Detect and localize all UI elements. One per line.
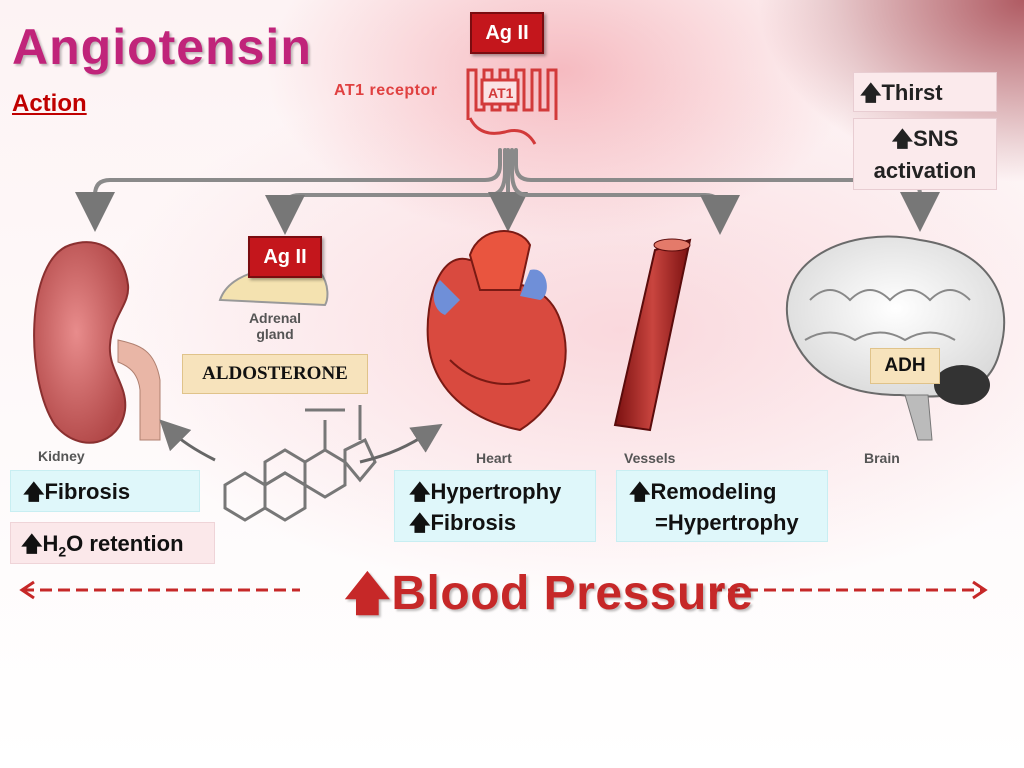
bp-range-arrow-icon — [19, 580, 988, 600]
h2o-subscript: 2 — [58, 543, 67, 560]
aldosterone-label: ALDOSTERONE — [182, 354, 368, 394]
distribution-arrows — [75, 148, 940, 235]
heart-icon — [426, 230, 567, 432]
curve-arrow-right-icon — [359, 423, 443, 464]
at1-receptor-icon — [466, 68, 558, 145]
adh-label: ADH — [870, 348, 940, 384]
heart-effects-box: 🡅Hypertrophy 🡅Fibrosis — [394, 470, 596, 542]
blood-pressure-text: Blood Pressure — [391, 567, 754, 620]
up-arrow-icon: 🡅 — [409, 512, 431, 535]
kidney-fibrosis-box: 🡅Fibrosis — [10, 470, 200, 512]
up-arrow-icon: 🡅 — [344, 568, 392, 619]
thirst-effect-box: 🡅Thirst — [853, 72, 997, 112]
sns-effect-box: 🡅SNS activation — [853, 118, 997, 190]
curve-arrow-left-icon — [159, 419, 216, 462]
vessel-effects-box: 🡅Remodeling =Hypertrophy — [616, 470, 828, 542]
up-arrow-icon: 🡅 — [21, 533, 43, 556]
blood-pressure-label: 🡅Blood Pressure — [344, 560, 753, 638]
h2o-retention-box: 🡅H2O retention — [10, 522, 215, 564]
up-arrow-icon: 🡅 — [409, 481, 431, 504]
up-arrow-icon: 🡅 — [860, 82, 882, 105]
up-arrow-icon: 🡅 — [891, 128, 914, 151]
thirst-text: Thirst — [881, 80, 943, 105]
heart-fibrosis-text: Fibrosis — [430, 510, 517, 535]
brain-label: Brain — [864, 450, 900, 466]
at1-text: AT1 — [488, 85, 514, 101]
remodeling-text: Remodeling — [650, 479, 777, 504]
page-subtitle: Action — [12, 90, 87, 117]
page-title: Angiotensin — [12, 19, 312, 75]
sns-text: SNS — [913, 126, 959, 151]
vessel-icon — [613, 238, 692, 432]
h2o-h-text: H — [42, 531, 59, 556]
brain-icon — [785, 235, 1006, 441]
aldosterone-structure-icon — [223, 405, 377, 522]
adrenal-ag2-label: Ag II — [248, 236, 322, 278]
hypertrophy-text: Hypertrophy — [430, 479, 562, 504]
adrenal-gland-label: Adrenal gland — [248, 310, 302, 342]
vessel-hypertrophy-text: =Hypertrophy — [655, 510, 799, 535]
vessels-label: Vessels — [624, 450, 676, 466]
heart-label: Heart — [476, 450, 512, 466]
at1-receptor-label: AT1 receptor — [334, 82, 438, 99]
kidney-label: Kidney — [38, 448, 85, 464]
up-arrow-icon: 🡅 — [23, 481, 45, 504]
sns-activation-text: activation — [873, 158, 977, 183]
kidney-fibrosis-text: Fibrosis — [44, 479, 131, 504]
h2o-retention-text: O retention — [66, 531, 184, 556]
ag2-ligand-label: Ag II — [470, 12, 544, 54]
kidney-icon — [33, 241, 161, 444]
up-arrow-icon: 🡅 — [629, 481, 651, 504]
